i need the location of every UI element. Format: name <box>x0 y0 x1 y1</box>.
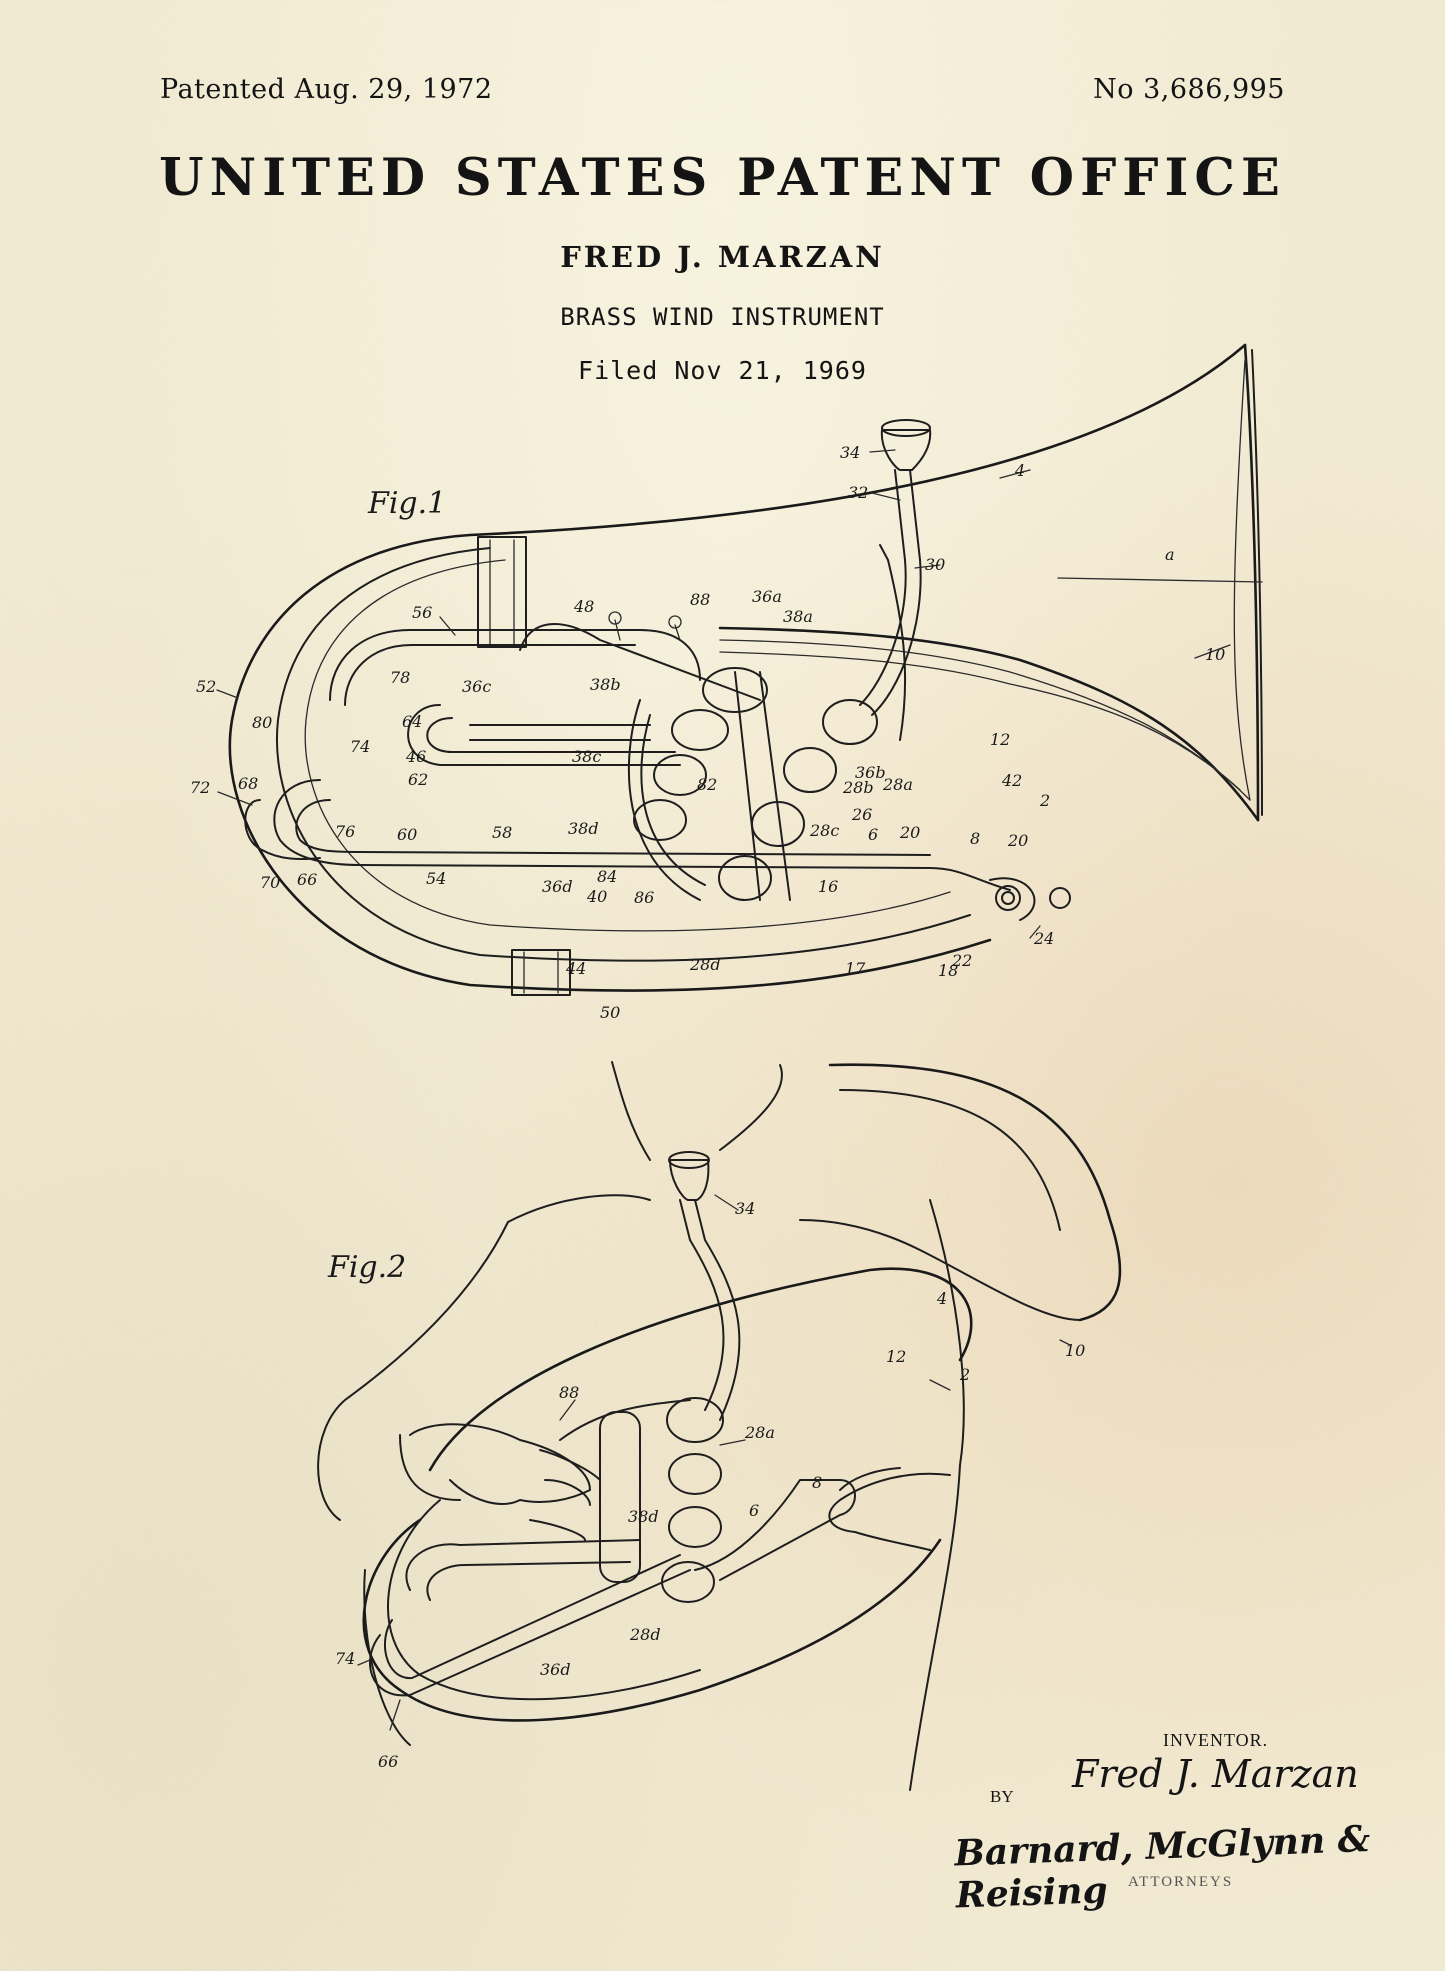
ref-numeral: 34 <box>735 1199 755 1218</box>
fig2-label: Fig.2 <box>327 1250 406 1285</box>
attorney-caption: ATTORNEYS <box>1128 1874 1234 1890</box>
ref-numeral: 28b <box>842 778 874 797</box>
ref-numeral: 40 <box>586 887 607 906</box>
ref-numeral: 38d <box>568 819 599 838</box>
ref-numeral: 32 <box>848 483 868 502</box>
ref-numeral: 18 <box>938 961 958 980</box>
ref-numeral: 58 <box>492 823 512 842</box>
ref-numeral: 74 <box>350 737 370 756</box>
ref-numeral: 26 <box>851 805 872 824</box>
fig1-valve-cluster <box>627 667 878 901</box>
ref-numeral: 66 <box>378 1752 398 1771</box>
inventor-caption: INVENTOR. <box>1163 1730 1269 1750</box>
ref-numeral: 12 <box>990 730 1010 749</box>
ref-numeral: 20 <box>1007 831 1028 850</box>
inventor-signature: Fred J. Marzan <box>1072 1752 1359 1796</box>
ref-numeral: 28a <box>744 1423 775 1442</box>
filed-date: Filed Nov 21, 1969 <box>578 356 867 385</box>
ref-numeral: 28a <box>882 775 913 794</box>
ref-numeral: 68 <box>238 774 258 793</box>
ref-numeral: 28d <box>689 955 721 974</box>
ref-numeral: 86 <box>634 888 654 907</box>
ref-numeral: 56 <box>412 603 432 622</box>
ref-numeral: a <box>1165 545 1175 564</box>
ref-numeral: 80 <box>252 713 272 732</box>
ref-numeral: 8 <box>812 1473 822 1492</box>
ref-numeral: 88 <box>559 1383 579 1402</box>
ref-numeral: 10 <box>1205 645 1225 664</box>
ref-numeral: 2 <box>1039 791 1050 810</box>
ref-numeral: 48 <box>573 597 594 616</box>
ref-numeral: 84 <box>597 867 617 886</box>
ref-numeral: 20 <box>899 823 920 842</box>
fig1-label: Fig.1 <box>367 486 446 521</box>
ref-numeral: 24 <box>1033 929 1054 948</box>
by-label: BY <box>990 1787 1014 1806</box>
ref-numeral: 38d <box>628 1507 659 1526</box>
fig2-reference-numerals: 34 4 10 12 2 88 28a 38d 8 6 28d 74 36d 6… <box>335 1199 1085 1771</box>
ref-numeral: 28c <box>809 821 839 840</box>
ref-numeral: 36d <box>542 877 573 896</box>
patent-date: Patented Aug. 29, 1972 <box>160 74 493 105</box>
ref-numeral: 8 <box>970 829 980 848</box>
ref-numeral: 10 <box>1065 1341 1085 1360</box>
fig2-drawing <box>317 1061 1122 1791</box>
ref-numeral: 36d <box>540 1660 571 1679</box>
fig1-drawing <box>216 343 1263 996</box>
ref-numeral: 78 <box>390 668 410 687</box>
ref-numeral: 44 <box>565 959 586 978</box>
ref-numeral: 6 <box>868 825 878 844</box>
ref-numeral: 82 <box>697 775 717 794</box>
ref-numeral: 74 <box>335 1649 355 1668</box>
ref-numeral: 60 <box>397 825 417 844</box>
ref-numeral: 34 <box>840 443 860 462</box>
ref-numeral: 52 <box>196 677 216 696</box>
invention-title: BRASS WIND INSTRUMENT <box>560 303 885 331</box>
ref-numeral: 38c <box>572 747 601 766</box>
ref-numeral: 46 <box>405 747 426 766</box>
ref-numeral: 36a <box>752 587 782 606</box>
patent-number: No 3,686,995 <box>1093 74 1285 105</box>
ref-numeral: 36b <box>855 763 886 782</box>
ref-numeral: 42 <box>1001 771 1022 790</box>
ref-numeral: 64 <box>402 712 422 731</box>
ref-numeral: 62 <box>408 770 428 789</box>
ref-numeral: 12 <box>886 1347 906 1366</box>
ref-numeral: 54 <box>426 869 446 888</box>
ref-numeral: 28d <box>629 1625 661 1644</box>
ref-numeral: 66 <box>297 870 317 889</box>
ref-numeral: 36c <box>462 677 491 696</box>
ref-numeral: 16 <box>818 877 838 896</box>
ref-numeral: 50 <box>600 1003 620 1022</box>
inventor-name: FRED J. MARZAN <box>560 240 885 274</box>
ref-numeral: 2 <box>959 1365 970 1384</box>
fig1-reference-numerals: 34 32 30 4 a 10 88 36a 48 38a 56 38b 52 … <box>190 443 1225 1022</box>
ref-numeral: 22 <box>951 951 972 970</box>
ref-numeral: 6 <box>749 1501 759 1520</box>
ref-numeral: 38a <box>783 607 813 626</box>
ref-numeral: 17 <box>845 959 866 978</box>
attorney-signature: Barnard, McGlynn & Reising <box>953 1818 1371 1917</box>
ref-numeral: 72 <box>190 778 210 797</box>
ref-numeral: 30 <box>925 555 945 574</box>
ref-numeral: 4 <box>1014 461 1025 480</box>
ref-numeral: 76 <box>335 822 355 841</box>
office-title: UNITED STATES PATENT OFFICE <box>159 148 1286 208</box>
ref-numeral: 70 <box>260 873 280 892</box>
ref-numeral: 38b <box>590 675 621 694</box>
ref-numeral: 4 <box>936 1289 947 1308</box>
ref-numeral: 88 <box>690 590 710 609</box>
